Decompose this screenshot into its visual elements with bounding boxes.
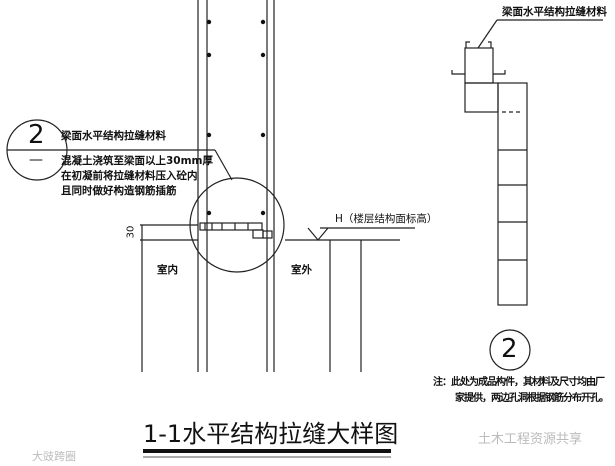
detail-circle	[189, 177, 285, 273]
rebar-dots	[206, 19, 266, 216]
detail-number: 2	[501, 334, 518, 364]
title-underline	[143, 449, 391, 453]
detail-note: 家提供，两边孔洞根据钢筋分布开孔。	[455, 393, 609, 404]
note-line: 且同时做好构造钢筋插筋	[61, 185, 177, 197]
seam-strip	[199, 222, 273, 239]
dimension-30: 30	[125, 225, 137, 239]
indoor-label: 室内	[157, 264, 178, 276]
detail-label: 梁面水平结构拉缝材料	[502, 6, 607, 18]
seam-profile-detail	[451, 19, 603, 371]
outdoor-label: 室外	[291, 264, 312, 276]
detail-note: 注：此处为成品构件，其材料及尺寸均由厂	[433, 377, 605, 388]
floor-lines	[140, 224, 415, 372]
callout-label: 梁面水平结构拉缝材料	[61, 130, 166, 142]
callout-symbol	[6, 119, 233, 181]
column	[197, 0, 275, 372]
callout-number: 2	[28, 120, 45, 150]
watermark: 土木工程资源共享	[478, 432, 583, 447]
note-line: 混凝土浇筑至梁面以上30mm厚	[61, 155, 213, 167]
callout-sub: —	[29, 152, 43, 168]
drawing-title: 1-1水平结构拉缝大样图	[143, 420, 399, 448]
elevation-label: H（楼层结构面标高）	[335, 213, 438, 225]
note-line: 在初凝前将拉缝材料压入砼内	[61, 170, 198, 182]
watermark: 大豉跨圈	[32, 450, 76, 463]
